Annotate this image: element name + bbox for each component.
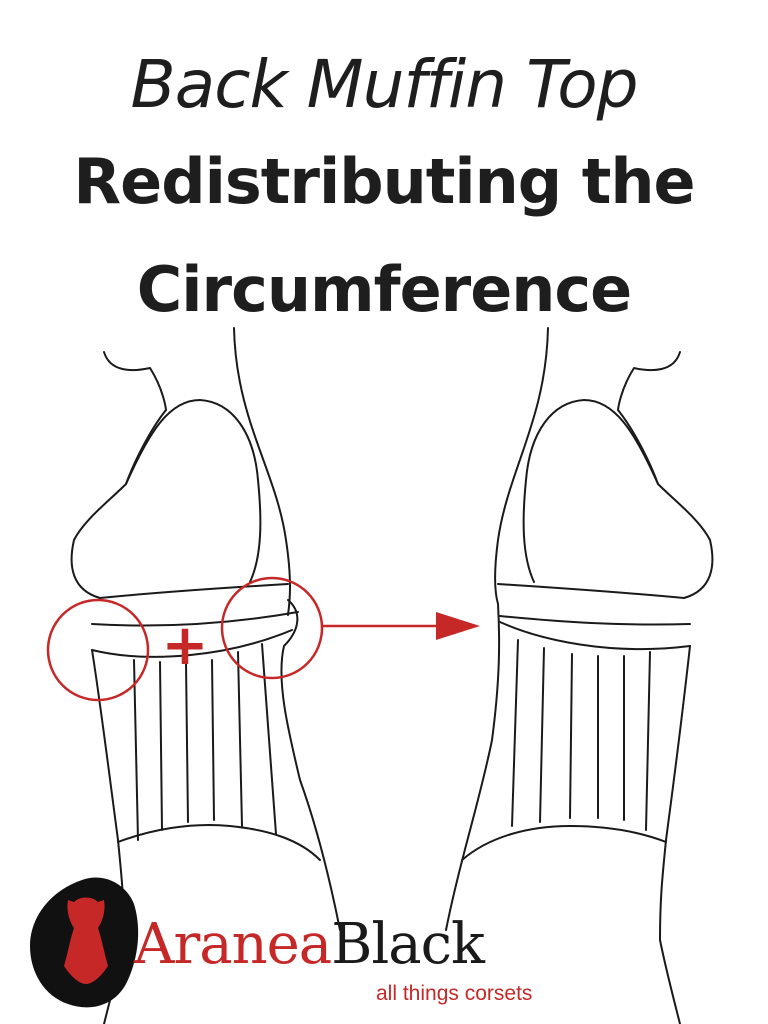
arrow-head-icon	[436, 612, 480, 640]
plus-sign: +	[162, 613, 209, 678]
title-subtitle: Back Muffin Top	[130, 46, 638, 123]
brand-name: AraneaBlack	[134, 912, 485, 977]
highlight-circle-back	[220, 576, 324, 680]
highlight-markers	[46, 576, 450, 702]
brand-logo	[30, 877, 139, 1008]
brand-tagline: all things corsets	[376, 982, 533, 1005]
title-heading-line-1: Redistributing the	[73, 145, 695, 218]
title-heading: Redistributing the Circumference	[0, 128, 768, 344]
brand-name-part-2: Black	[331, 912, 485, 977]
title-heading-line-2: Circumference	[136, 253, 632, 326]
left-figure-before	[70, 327, 341, 1024]
brand-name-part-1: Aranea	[134, 912, 332, 977]
highlight-circle-front	[46, 598, 150, 702]
right-figure-after	[445, 327, 714, 1024]
corset-silhouette-icon	[64, 897, 108, 984]
